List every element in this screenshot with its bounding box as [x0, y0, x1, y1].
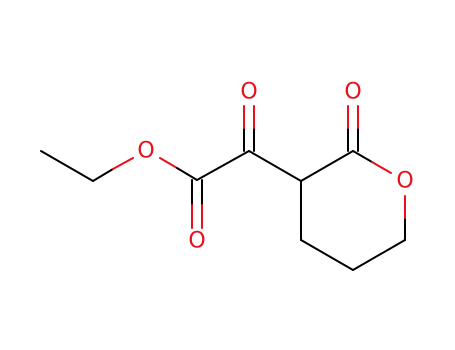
bond-ester-c-keto-c — [196, 150, 250, 181]
atom-o-ring: O — [396, 169, 413, 194]
bond-ring-c4-c5 — [300, 239, 354, 271]
bond-ch2-o-ester-o — [112, 157, 134, 170]
atom-o-keto: O — [240, 80, 257, 105]
bond-ring-c3-c2 — [300, 150, 354, 182]
bond-ch3-ch2 — [40, 150, 94, 182]
atom-o-lactone-carbonyl: O — [344, 80, 361, 105]
bond-ring-c2-o-c — [352, 150, 373, 163]
bond-ring-c2-o-o — [371, 161, 392, 174]
atom-o-ester: O — [137, 139, 154, 164]
atom-o-ester-carbonyl: O — [188, 229, 205, 254]
bond-o-ester-c-c — [176, 167, 198, 181]
bond-keto-c-ring-c3 — [248, 150, 302, 182]
bond-ring-c5-c6 — [352, 239, 406, 271]
bond-ch2-o-ester-c — [92, 168, 114, 182]
bond-o-ester-c-o — [159, 157, 178, 169]
